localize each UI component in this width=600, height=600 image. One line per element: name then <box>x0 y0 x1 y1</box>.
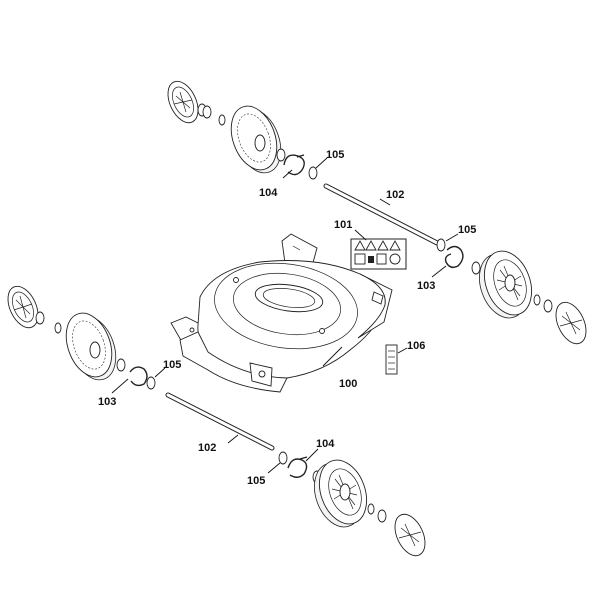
hub-cap-bottom <box>394 513 426 557</box>
wheel-washer-right <box>533 294 541 306</box>
spring-clip-top <box>283 154 305 176</box>
wheel-washer <box>218 114 226 126</box>
wheel-left <box>65 312 117 381</box>
height-adjust-bracket <box>385 344 398 375</box>
callout-100: 100 <box>339 378 357 390</box>
wheel-assembly-top-left <box>167 80 286 174</box>
wheel-right <box>479 250 533 319</box>
callout-102-bottom: 102 <box>198 442 216 454</box>
washer-bottom <box>278 451 288 465</box>
callout-104-bottom: 104 <box>316 438 335 450</box>
wheel-bushing-left <box>116 358 126 372</box>
washer-top-center <box>308 166 318 180</box>
callout-106: 106 <box>407 340 425 352</box>
wheel-washer-bottom <box>367 503 375 515</box>
callout-105-top-right: 105 <box>458 224 476 236</box>
wheel-washer-left <box>54 322 62 334</box>
callout-labels: 100 101 102 102 103 103 104 104 105 105 … <box>98 149 476 487</box>
callout-105-top-center: 105 <box>326 149 344 161</box>
axle-bottom <box>165 392 275 451</box>
wheel-nut-right <box>543 299 553 313</box>
washer-left <box>146 376 156 390</box>
mower-deck <box>170 233 393 393</box>
spring-clip-bottom <box>287 456 308 478</box>
clip-right <box>444 245 464 269</box>
washer-top-right <box>436 238 446 252</box>
wheel-bushing-right <box>471 261 481 275</box>
wheel-bushing <box>276 148 286 162</box>
wheel <box>230 105 282 174</box>
wheel-bottom <box>314 459 368 528</box>
callout-103-left: 103 <box>98 396 116 408</box>
leader-lines <box>111 157 459 474</box>
wheel-nut-bottom <box>377 509 387 523</box>
hub-cap-left <box>7 285 39 329</box>
wheel-nut <box>197 103 212 119</box>
warning-label-sticker <box>350 238 407 270</box>
hub-cap-right <box>555 301 587 345</box>
callout-103-right: 103 <box>417 280 435 292</box>
callout-101: 101 <box>334 219 352 231</box>
callout-105-left: 105 <box>163 359 181 371</box>
hub-cap <box>167 80 199 124</box>
axle-top <box>323 183 444 248</box>
callout-104-top: 104 <box>259 187 278 199</box>
callout-102-top: 102 <box>386 189 404 201</box>
clip-left <box>129 366 148 387</box>
callout-105-bottom: 105 <box>247 475 265 487</box>
wheel-nut-left <box>35 311 45 325</box>
